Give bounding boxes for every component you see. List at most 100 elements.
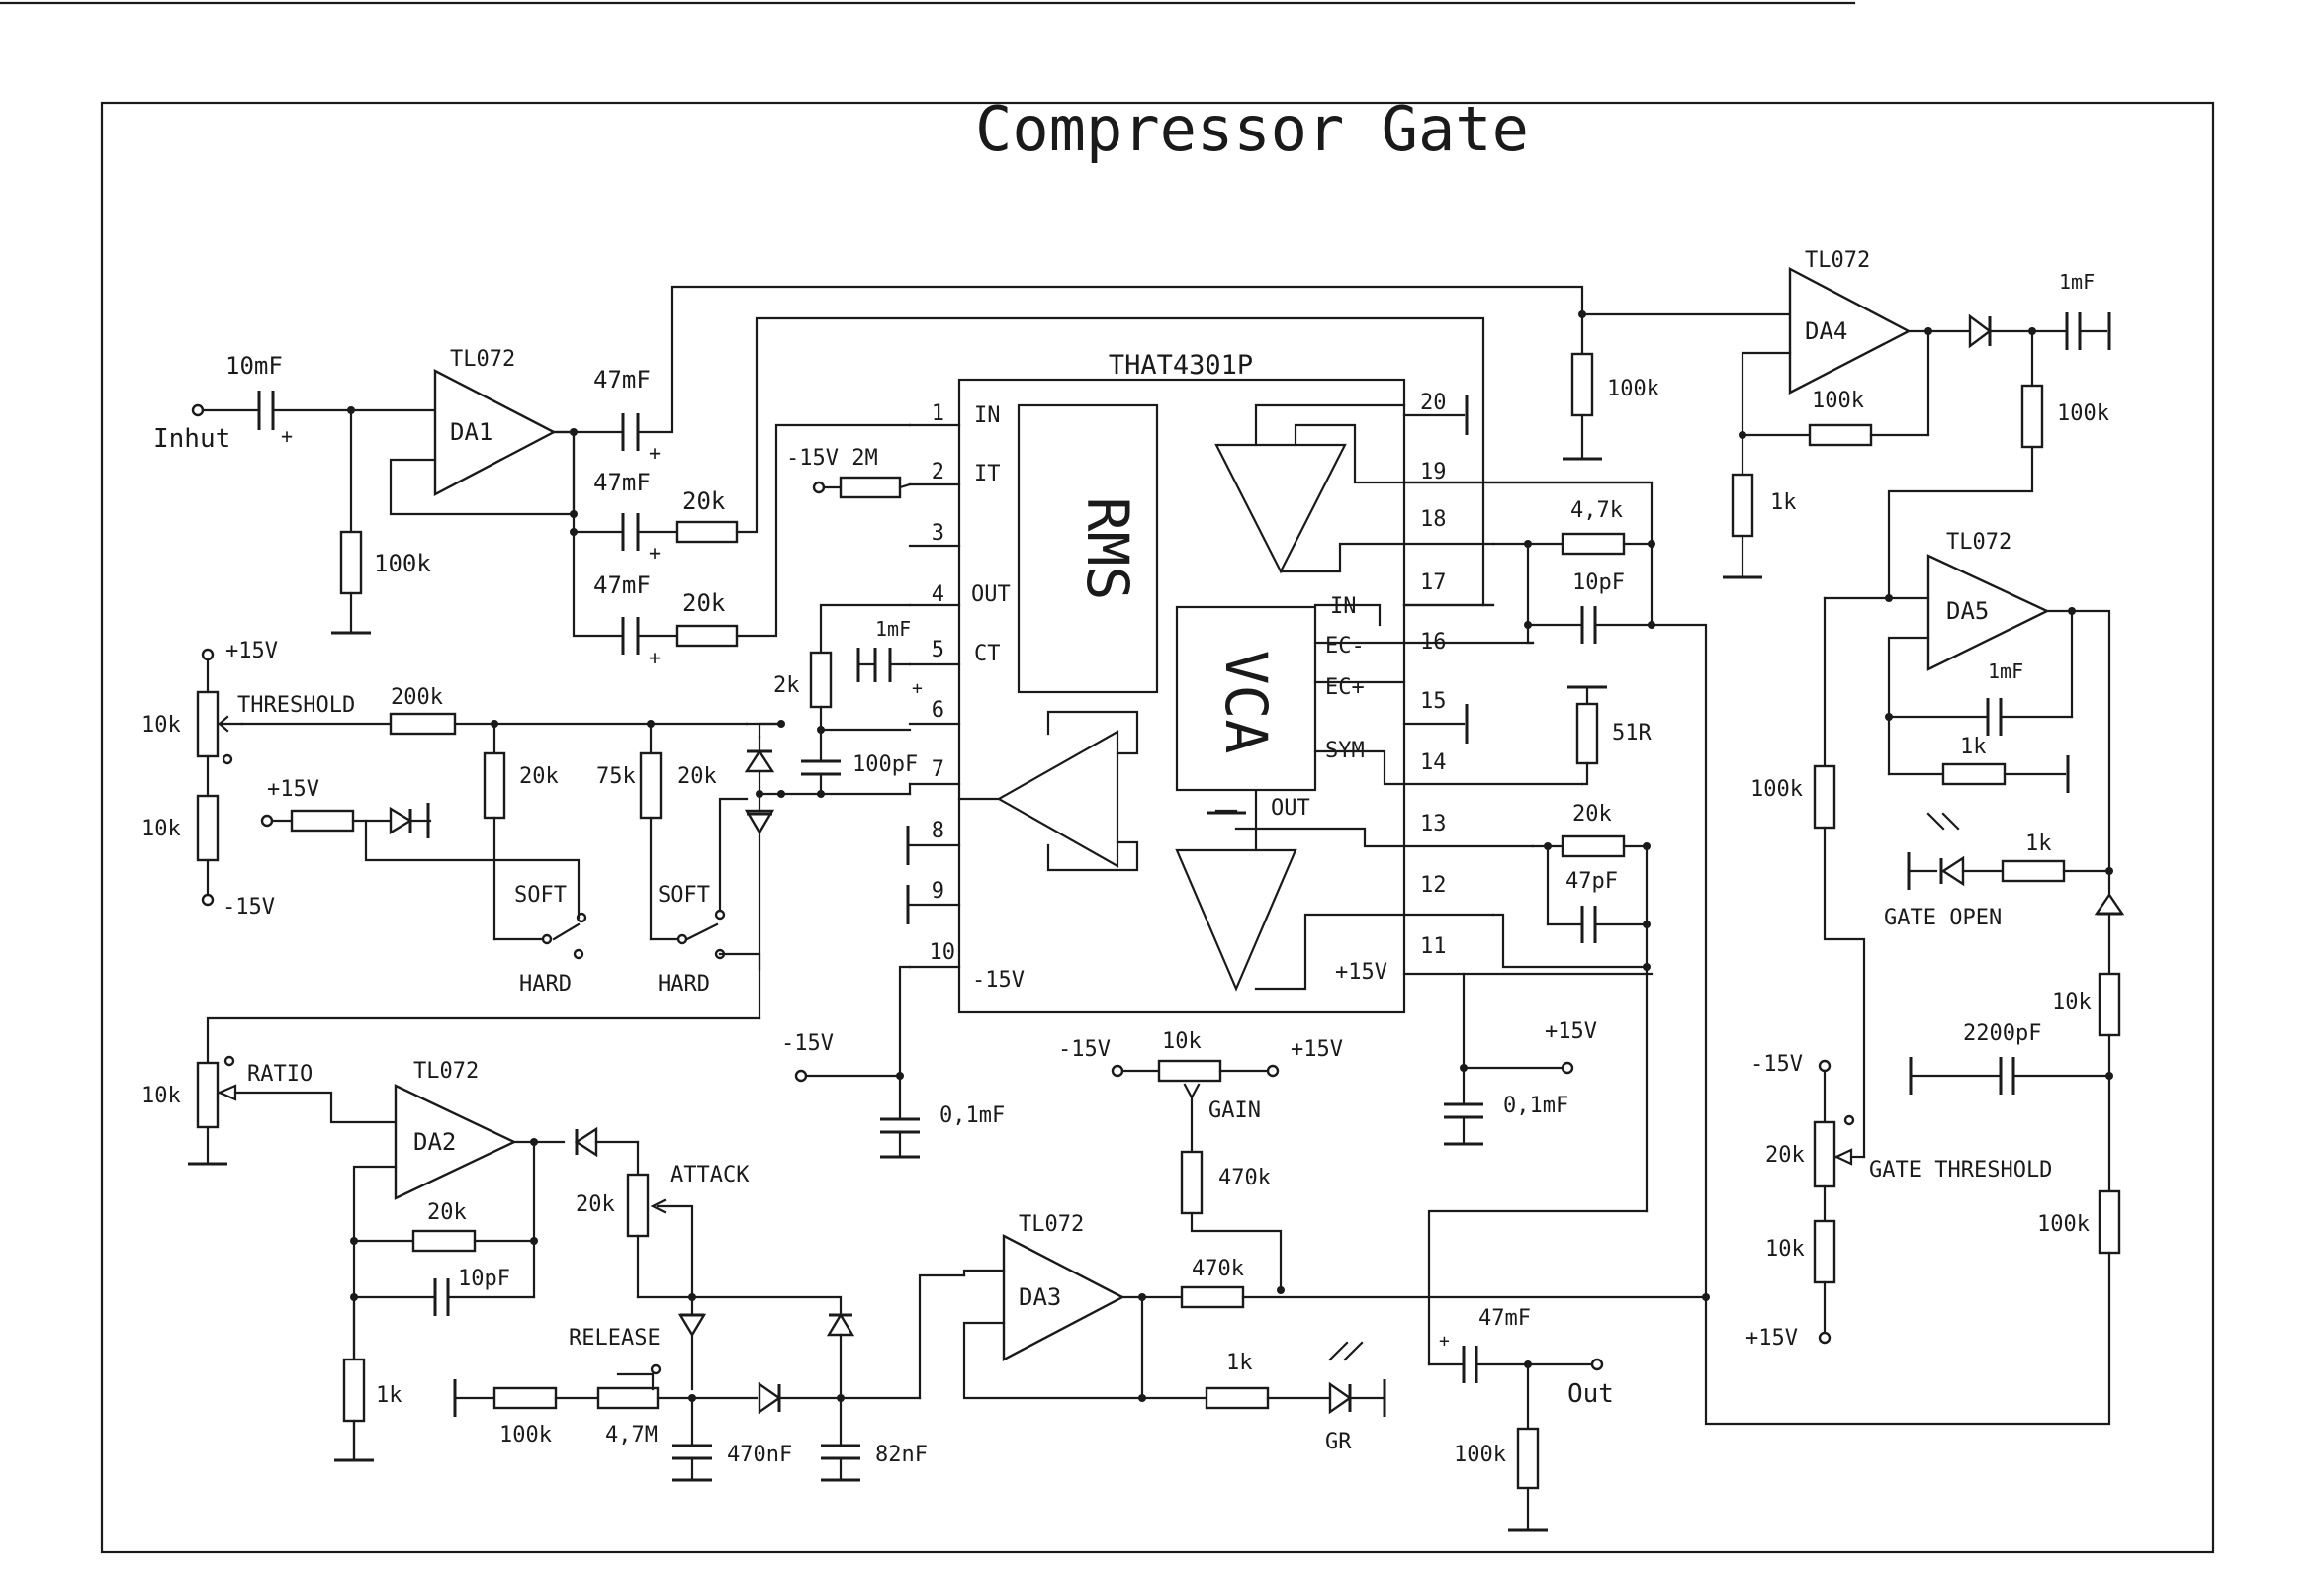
pin-16-name: EC-	[1325, 634, 1365, 658]
release-pot-value: 4,7M	[605, 1423, 658, 1447]
da4-label: DA4	[1805, 317, 1847, 345]
resistor-100k-in	[339, 530, 363, 595]
cap-01mf-a-value: 0,1mF	[939, 1103, 1005, 1128]
resistor-75k-value: 75k	[596, 764, 636, 789]
cap-82nf-value: 82nF	[875, 1443, 928, 1467]
resistor-100k-fb-value: 100k	[1607, 377, 1659, 401]
output-cap-value: 47mF	[1478, 1306, 1531, 1331]
resistor-100k-da4	[1808, 423, 1873, 447]
opamp-da1: DA1 TL072 47mF + 47mF + 20k 47mF + 20k	[389, 285, 1584, 669]
gain-label: GAIN	[1208, 1098, 1261, 1123]
cap-470nf-value: 470nF	[727, 1443, 792, 1467]
attack-pot[interactable]	[626, 1173, 650, 1238]
internal-opamp	[996, 730, 1119, 868]
resistor-1k-gr-value: 1k	[1226, 1351, 1253, 1375]
resistor-100k-gate2-value: 100k	[2037, 1212, 2090, 1237]
da2-type: TL072	[413, 1059, 479, 1084]
cap-100pf-value: 100pF	[852, 752, 918, 777]
chip-pins-right: 20 19 18 17 IN 16 EC- 15 EC+ 14 SYM 13 1…	[1325, 391, 1447, 985]
gate-open-label: GATE OPEN	[1884, 906, 2002, 930]
da2-label: DA2	[413, 1128, 456, 1156]
resistor-10k	[196, 794, 220, 862]
gr-led	[1328, 1381, 1353, 1415]
resistor-51r-value: 51R	[1612, 721, 1652, 746]
plus-mark: +	[649, 646, 661, 669]
ratio-label: RATIO	[247, 1062, 313, 1087]
cap-47pf-value: 47pF	[1565, 869, 1618, 894]
resistor-2k-value: 2k	[773, 673, 800, 698]
output-terminal[interactable]	[1590, 1358, 1604, 1371]
da1-label: DA1	[450, 418, 492, 446]
resistor-470k-a	[1180, 1150, 1204, 1215]
threshold-plus15: +15V	[225, 639, 278, 663]
attack-pot-value: 20k	[576, 1192, 615, 1217]
resistor-100k-fb	[1570, 352, 1594, 417]
gate-minus15: -15V	[1750, 1052, 1803, 1077]
resistor-100k-da5-value: 100k	[1750, 777, 1803, 802]
cap-1mf-da4-value: 1mF	[2059, 270, 2095, 294]
pin-19: 19	[1420, 460, 1447, 484]
output-label: Out	[1567, 1379, 1614, 1409]
pin-18: 18	[1420, 507, 1447, 532]
soft-switch-1[interactable]: SOFT	[514, 883, 567, 908]
pin-13: 13	[1420, 812, 1447, 836]
gate-threshold-pot[interactable]	[1813, 1120, 1836, 1188]
pin-11-name: +15V	[1335, 960, 1387, 985]
gain-da3-section: -15V 10k +15V GAIN 470k DA3 TL072 470k 1…	[962, 1029, 1708, 1454]
hard-switch-1[interactable]: HARD	[519, 972, 572, 997]
gate-threshold-label: GATE THRESHOLD	[1869, 1158, 2052, 1183]
internal-buffer-bottom	[1175, 848, 1297, 992]
internal-buffer-top	[1214, 443, 1347, 574]
input-terminal[interactable]	[191, 403, 205, 417]
threshold-minus15: -15V	[223, 895, 275, 920]
threshold-pot[interactable]	[196, 690, 220, 758]
resistor-20k-b-value: 20k	[682, 589, 726, 617]
gain-pot-value: 10k	[1162, 1029, 1202, 1054]
pin-17-name: IN	[1330, 594, 1357, 619]
gain-pot[interactable]	[1157, 1059, 1222, 1083]
supply-plus15: +15V	[1545, 1019, 1597, 1044]
ratio-pot-value: 10k	[141, 1084, 181, 1108]
pin2-bias: -15V 2M	[786, 446, 912, 499]
resistor-20k-f-value: 20k	[1572, 802, 1612, 827]
attack-label: ATTACK	[670, 1163, 750, 1187]
resistor-100k-out	[1516, 1427, 1540, 1490]
ratio-pot[interactable]	[196, 1061, 220, 1129]
pin-20: 20	[1420, 391, 1447, 415]
resistor-1k-da5-value: 1k	[1960, 735, 1987, 759]
plus-mark: +	[281, 424, 293, 448]
diode-plus15: +15V	[267, 777, 319, 802]
resistor-200k	[389, 712, 457, 736]
plus-mark: +	[649, 541, 661, 565]
da3-label: DA3	[1019, 1283, 1061, 1311]
cap-47mf-c: 47mF	[593, 571, 651, 599]
soft-switch-2[interactable]: SOFT	[658, 883, 710, 908]
resistor-100k-release	[492, 1386, 558, 1410]
input-section: Inhut 10mF + 100k	[153, 352, 437, 635]
resistor-51r	[1575, 702, 1599, 765]
gain-plus15: +15V	[1291, 1037, 1343, 1062]
resistor-470k-b	[1180, 1285, 1245, 1309]
resistor-20k-c-value: 20k	[519, 764, 559, 789]
attack-release-section: 20k ATTACK RELEASE 100k 4,7M 470nF	[453, 1163, 966, 1482]
release-pot[interactable]	[596, 1386, 660, 1410]
threshold-label: THRESHOLD	[237, 693, 355, 718]
resistor-100k-d4b-value: 100k	[2057, 401, 2109, 426]
resistor-20k-e	[411, 1229, 477, 1253]
resistor-10k-gate-value: 10k	[2052, 990, 2092, 1014]
resistor-2k	[809, 651, 833, 709]
pin-14-name: SYM	[1325, 739, 1365, 763]
drawing-frame	[100, 101, 2215, 1554]
pin-4-name: OUT	[971, 582, 1011, 607]
chip-pins-left: 1 IN 2 IT 3 4 OUT 5 CT 6 7 8 9 10 -15V	[930, 401, 1025, 993]
pin-10-name: -15V	[972, 968, 1025, 993]
rms-label: RMS	[1074, 497, 1141, 601]
pin-9: 9	[932, 879, 944, 904]
vca-label: VCA	[1212, 651, 1280, 754]
cap-10pf-value: 10pF	[458, 1267, 510, 1291]
pin-2: 2	[932, 460, 944, 484]
hard-switch-2[interactable]: HARD	[658, 972, 710, 997]
cap-47mf-a: 47mF	[593, 366, 651, 394]
resistor-4-7k	[1561, 532, 1626, 556]
release-label: RELEASE	[569, 1326, 661, 1351]
